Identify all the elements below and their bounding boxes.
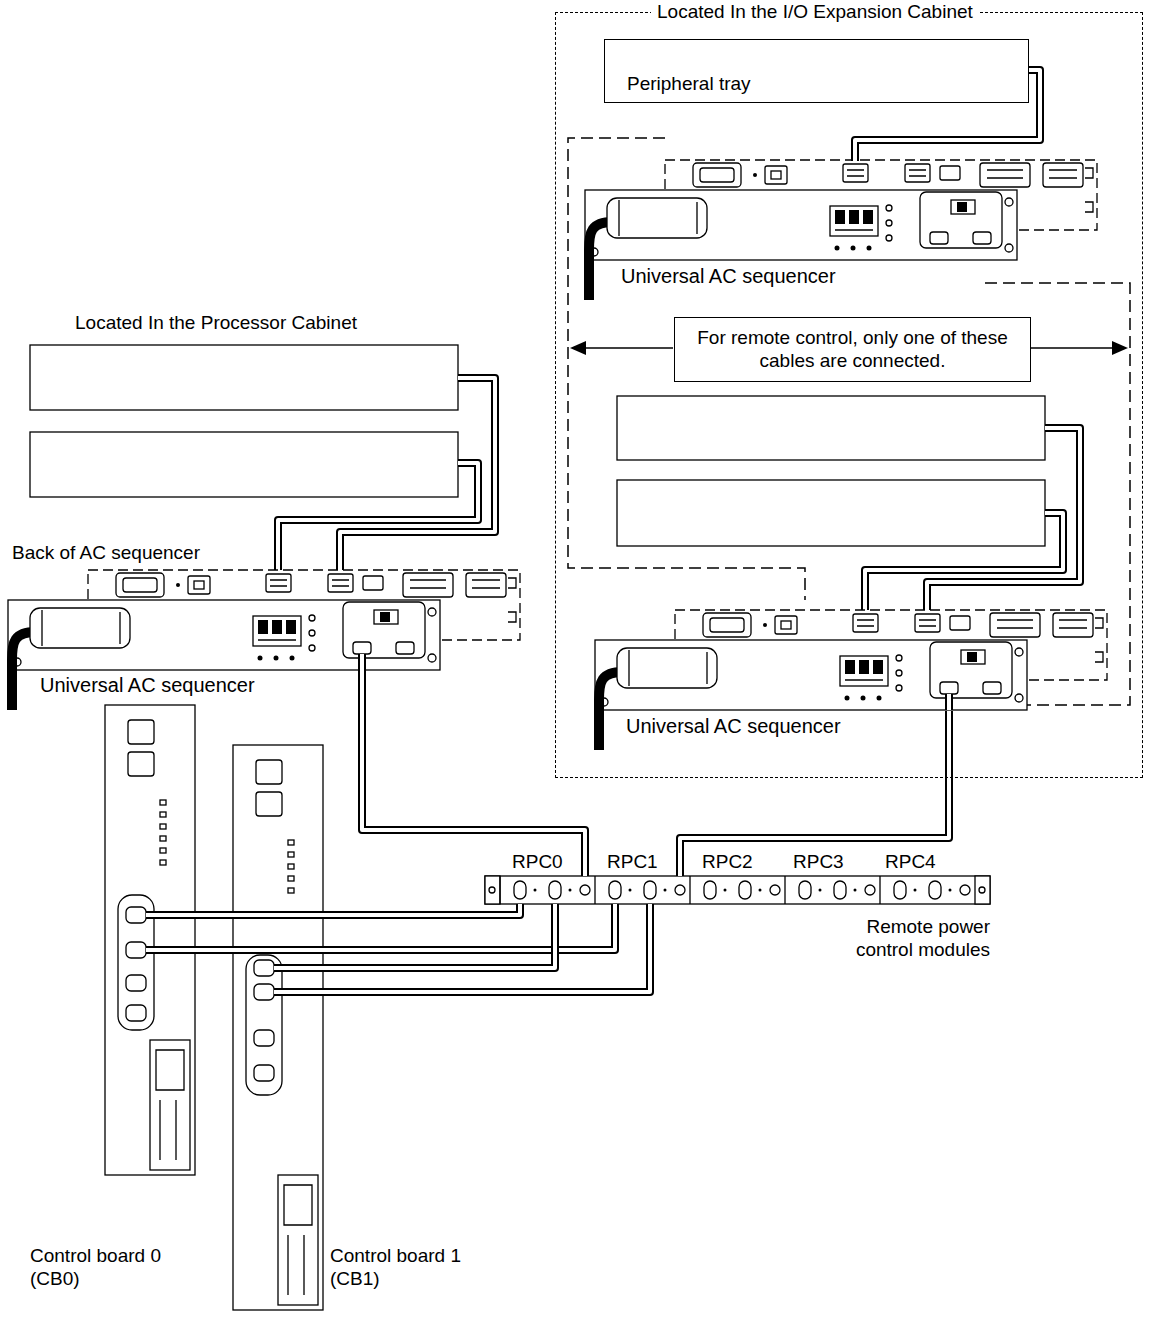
board-label: Control board 0 (CB0) — [30, 1245, 180, 1291]
rpc-module: RPC0 — [500, 876, 595, 904]
rpc-module: RPC2 — [690, 876, 785, 904]
note-text: For remote control, only one of these ca… — [688, 327, 1018, 373]
rpc-strip: Remote power control modulesRPC0RPC1RPC2… — [485, 876, 990, 904]
tray-label: Peripheral tray — [627, 73, 751, 96]
rpc-module: RPC3 — [785, 876, 880, 904]
rpc-module: RPC1 — [595, 876, 690, 904]
board-label: Control board 1 (CB1) — [330, 1245, 480, 1291]
power-cable — [323, 904, 650, 992]
power-cable — [195, 904, 520, 915]
cable-outline — [323, 904, 555, 968]
sequencer-label: Universal AC sequencer — [621, 264, 836, 288]
ac-sequencer-drawing — [595, 610, 1107, 750]
cable-core — [323, 904, 650, 992]
cable-outline — [362, 670, 585, 876]
cable-core — [362, 670, 585, 876]
rpc-label: RPC3 — [793, 851, 844, 874]
ac-sequencer: Universal AC sequencer — [596, 611, 1108, 711]
sequencer-label: Universal AC sequencer — [626, 714, 841, 738]
strip-label: Remote power control modules — [825, 916, 990, 962]
ac-sequencer: Universal AC sequencer — [586, 161, 1098, 261]
control-board-0-drawing — [105, 705, 195, 1175]
rpc-label: RPC4 — [885, 851, 936, 874]
control-board-1-drawing — [233, 745, 323, 1310]
rpc-module: RPC4 — [880, 876, 975, 904]
power-cable — [362, 670, 585, 876]
rpc-label: RPC0 — [512, 851, 563, 874]
peripheral-tray: Peripheral tray — [604, 39, 1029, 103]
power-cable — [323, 904, 555, 968]
io-trays — [617, 396, 1045, 546]
control-board: Control board 0 (CB0) — [105, 705, 195, 1175]
panel-label: Back of AC sequencer — [12, 542, 200, 565]
processor-trays — [30, 345, 458, 497]
sequencer-label: Universal AC sequencer — [40, 673, 255, 697]
cable-stub — [362, 654, 363, 670]
ac-sequencer-drawing — [585, 160, 1097, 300]
rpc-label: RPC1 — [607, 851, 658, 874]
cable-core — [195, 904, 520, 915]
ac-sequencer: Universal AC sequencer — [8, 570, 520, 670]
cable-outline — [323, 904, 650, 992]
region-heading: Located In the I/O Expansion Cabinet — [651, 1, 979, 24]
note-box: For remote control, only one of these ca… — [674, 317, 1031, 382]
cable-stub — [949, 694, 950, 710]
rpc-strip-drawing — [485, 876, 990, 904]
rpc-label: RPC2 — [702, 851, 753, 874]
control-board: Control board 1 (CB1) — [233, 745, 323, 1310]
cabinet-label: Located In the Processor Cabinet — [75, 312, 357, 335]
ac-sequencer-drawing — [8, 570, 520, 710]
cable-outline — [195, 904, 520, 915]
cable-core — [323, 904, 555, 968]
cabinet-region: Located In the I/O Expansion CabinetPeri… — [555, 12, 1143, 778]
